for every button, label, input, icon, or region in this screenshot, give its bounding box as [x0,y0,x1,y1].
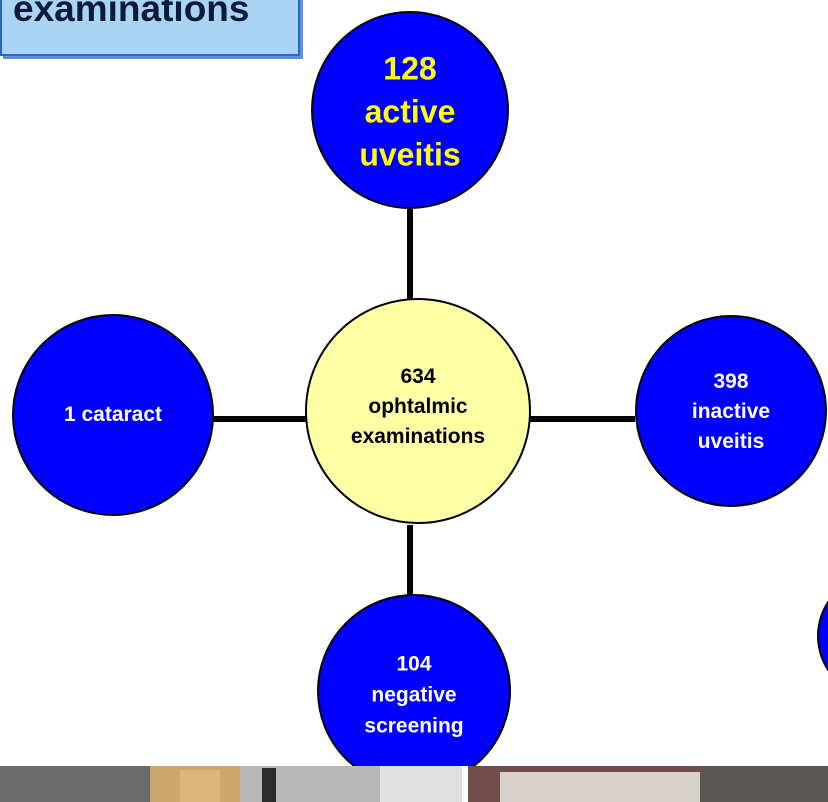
title-text: examinations [13,0,250,29]
node-inactive-uveitis [635,315,827,507]
title-box: examinations [0,0,300,56]
label-active-line-3: uveitis [359,136,461,173]
label-negative-screening: 104 negative screening [364,649,463,742]
node-center [305,298,531,524]
label-center: 634 ophtalmic examinations [351,362,485,452]
label-negative-line-1: 104 [396,652,432,676]
node-active-uveitis [311,11,509,209]
label-inactive-uveitis: 398 inactive uveitis [692,367,770,457]
label-inactive-line-3: uveitis [697,430,765,453]
label-cataract: 1 cataract [64,400,162,430]
label-center-line-3: examinations [350,425,486,448]
label-active-uveitis: 128 active uveitis [359,48,460,177]
label-active-line-2: active [364,93,456,130]
label-center-line-2: ophtalmic [368,395,468,418]
label-cataract-line-1: 1 cataract [63,403,163,426]
node-cataract [12,314,214,516]
label-center-line-1: 634 [400,365,436,388]
label-negative-line-3: screening [364,714,464,738]
label-inactive-line-2: inactive [691,400,771,423]
node-partial-offscreen [817,600,828,672]
label-active-line-1: 128 [383,50,437,87]
label-negative-line-2: negative [371,683,457,707]
label-inactive-line-1: 398 [713,370,749,393]
photo-strip [0,766,828,802]
